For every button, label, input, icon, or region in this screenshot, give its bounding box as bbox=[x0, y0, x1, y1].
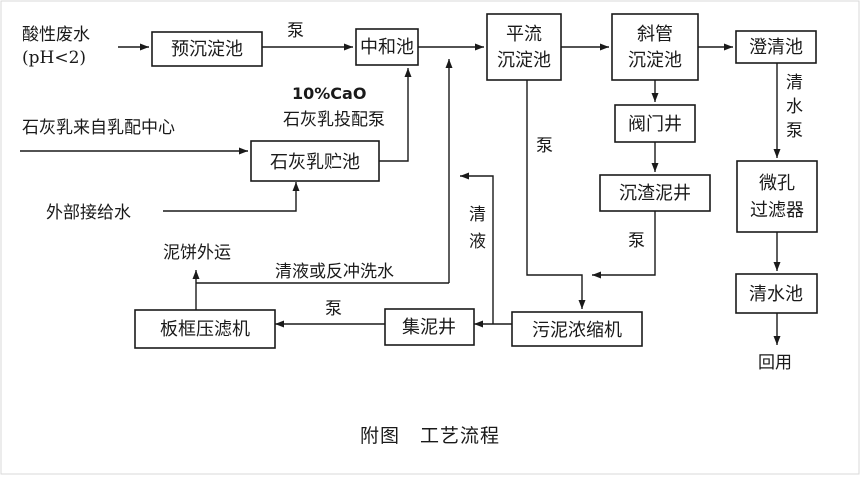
label-ext-water: 外部接给水 bbox=[46, 203, 131, 223]
node-flow-settle: 平流 沉淀池 bbox=[486, 13, 562, 81]
arrow-sludgewell-to-thickener bbox=[592, 211, 656, 279]
arrow-clearliquid-return bbox=[460, 172, 494, 324]
connectors bbox=[20, 43, 781, 345]
node-valve-well: 阀门井 bbox=[614, 104, 696, 143]
node-collect-well-label: 集泥井 bbox=[402, 317, 456, 338]
node-neutral: 中和池 bbox=[355, 28, 419, 66]
label-pump-press: 泵 bbox=[325, 299, 342, 319]
label-lime-pump: 石灰乳投配泵 bbox=[283, 110, 385, 130]
label-pump-vertical: 泵 bbox=[536, 136, 553, 156]
label-pump-sludge: 泵 bbox=[628, 231, 645, 251]
node-press-label: 板框压滤机 bbox=[160, 319, 250, 340]
node-micro-filter-line2: 过滤器 bbox=[750, 200, 804, 221]
figure-caption: 附图 工艺流程 bbox=[360, 425, 500, 447]
label-clear-pump-3: 泵 bbox=[786, 121, 803, 141]
node-valve-well-label: 阀门井 bbox=[628, 114, 682, 135]
label-clear-pump-1: 清 bbox=[786, 73, 803, 93]
node-incline-settle-line2: 沉淀池 bbox=[628, 50, 682, 71]
node-lime-tank-label: 石灰乳贮池 bbox=[270, 152, 360, 173]
arrow-tank-to-neutral bbox=[379, 68, 412, 162]
node-sludge-well-label: 沉渣泥井 bbox=[619, 183, 691, 204]
label-lime-source: 石灰乳来自乳配中心 bbox=[22, 118, 175, 138]
node-clarify-label: 澄清池 bbox=[749, 37, 803, 58]
arrow-flow-to-thickener bbox=[526, 80, 586, 309]
label-reuse: 回用 bbox=[758, 353, 792, 373]
label-ph: (pH<2) bbox=[22, 48, 86, 68]
node-collect-well: 集泥井 bbox=[384, 308, 475, 346]
node-sludge-well: 沉渣泥井 bbox=[599, 174, 711, 212]
node-incline-settle-line1: 斜管 bbox=[637, 24, 673, 45]
label-clear-pump-2: 水 bbox=[786, 97, 803, 117]
node-clear-pool-label: 清水池 bbox=[749, 284, 803, 305]
label-pump-top: 泵 bbox=[287, 21, 304, 41]
node-clarify: 澄清池 bbox=[735, 30, 817, 64]
label-mud-cake: 泥饼外运 bbox=[163, 243, 231, 263]
node-flow-settle-line2: 沉淀池 bbox=[497, 50, 551, 71]
node-pre-settle: 预沉淀池 bbox=[151, 31, 263, 67]
node-micro-filter-line1: 微孔 bbox=[759, 173, 795, 194]
label-cao: 10%CaO bbox=[292, 84, 366, 103]
arrow-extwater-to-tank bbox=[163, 182, 300, 212]
node-neutral-label: 中和池 bbox=[360, 37, 414, 58]
labels: 酸性废水 (pH<2) 泵 10%CaO 石灰乳投配泵 石灰乳来自乳配中心 外部… bbox=[22, 21, 803, 373]
node-lime-tank: 石灰乳贮池 bbox=[250, 140, 380, 182]
node-micro-filter: 微孔 过滤器 bbox=[736, 160, 818, 233]
node-thickener: 污泥浓缩机 bbox=[511, 311, 643, 347]
node-flow-settle-line1: 平流 bbox=[506, 24, 542, 45]
node-thickener-label: 污泥浓缩机 bbox=[532, 320, 622, 341]
label-backwash: 清液或反冲洗水 bbox=[275, 262, 394, 282]
node-pre-settle-label: 预沉淀池 bbox=[171, 39, 243, 60]
label-acid-water: 酸性废水 bbox=[22, 25, 90, 45]
node-clear-pool: 清水池 bbox=[735, 273, 818, 314]
label-clear-liquid-1: 清 bbox=[469, 205, 486, 225]
label-clear-liquid-2: 液 bbox=[469, 232, 486, 252]
node-press: 板框压滤机 bbox=[134, 309, 276, 349]
node-incline-settle: 斜管 沉淀池 bbox=[611, 13, 699, 81]
